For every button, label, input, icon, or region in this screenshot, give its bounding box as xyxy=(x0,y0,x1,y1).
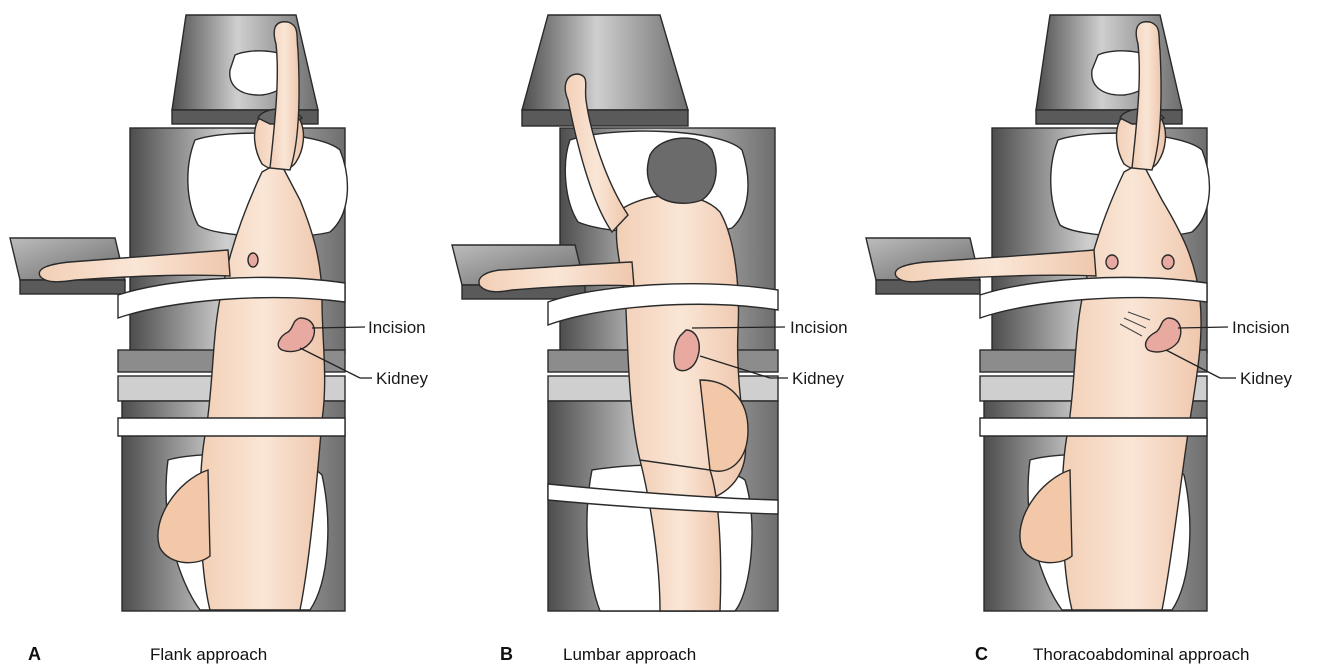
panel-title-b: Lumbar approach xyxy=(563,645,696,664)
panel-letter-b: B xyxy=(500,644,513,664)
panel-a: Incision Kidney xyxy=(10,15,428,611)
incision-label-a: Incision xyxy=(368,318,426,337)
incision-label-c: Incision xyxy=(1232,318,1290,337)
panel-letter-a: A xyxy=(28,644,41,664)
panel-c: Incision Kidney xyxy=(866,15,1292,611)
strap-lower-c xyxy=(980,418,1207,436)
kidney-label-b: Kidney xyxy=(792,369,844,388)
panel-letter-c: C xyxy=(975,644,988,664)
kidney-label-a: Kidney xyxy=(376,369,428,388)
strap-lower-a xyxy=(118,418,345,436)
kidney-label-c: Kidney xyxy=(1240,369,1292,388)
incision-label-b: Incision xyxy=(790,318,848,337)
panel-b: Incision Kidney xyxy=(452,15,848,611)
panel-title-a: Flank approach xyxy=(150,645,267,664)
captions: A Flank approach B Lumbar approach C Tho… xyxy=(28,644,1249,664)
panel-title-c: Thoracoabdominal approach xyxy=(1033,645,1249,664)
